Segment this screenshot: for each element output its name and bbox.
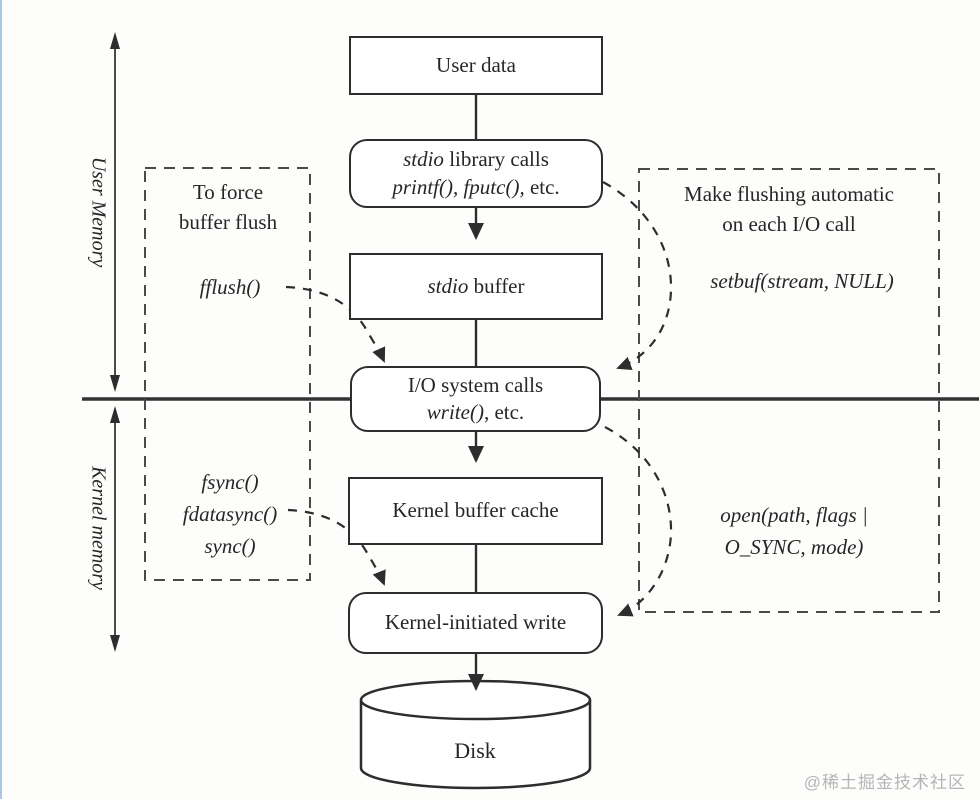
user-memory-range-arrow (110, 32, 120, 392)
stdio-buffer-box: stdio buffer (349, 253, 603, 320)
disk-label: Disk (454, 738, 496, 763)
open-sync-func-label: open(path, flags | O_SYNC, mode) (720, 503, 868, 559)
sync-funcs-list: fsync() fdatasync() sync() (183, 466, 277, 562)
force-flush-note: To force buffer flush (178, 180, 278, 234)
kernel-memory-range-arrow (110, 406, 120, 652)
disk-cylinder (359, 679, 592, 790)
stdio-library-calls-line2: printf(), fputc(), etc. (392, 174, 560, 199)
stdio-buffer-label: stdio buffer (427, 273, 525, 298)
kernel-buffer-cache-box: Kernel buffer cache (348, 477, 603, 545)
kernel-initiated-write-box: Kernel-initiated write (348, 592, 603, 654)
user-data-label: User data (436, 52, 516, 77)
setbuf-dashed-arc-arrow (602, 181, 673, 370)
auto-flush-dashed-box (638, 168, 940, 613)
io-system-calls-box: I/O system calls write(), etc. (350, 366, 601, 432)
kernel-initiated-write-label: Kernel-initiated write (384, 610, 567, 635)
user-memory-label: User Memory (87, 156, 110, 268)
fdatasync-func-label: fdatasync() (182, 502, 278, 526)
io-system-calls-line1: I/O system calls (407, 372, 544, 397)
user-data-box: User data (349, 36, 603, 95)
stdio-library-calls-line1: stdio library calls (403, 147, 549, 172)
fsync-func-label: fsync() (201, 470, 259, 494)
fflush-func-label: fflush() (199, 275, 261, 299)
kernel-buffer-cache-label: Kernel buffer cache (392, 498, 559, 523)
fflush-dashed-arrow (285, 285, 386, 363)
setbuf-func-label: setbuf(stream, NULL) (710, 269, 894, 293)
stdio-library-calls-box: stdio library calls printf(), fputc(), e… (349, 139, 603, 208)
kernel-memory-label: Kernel memory (87, 466, 110, 590)
io-system-calls-line2: write(), etc. (426, 400, 525, 424)
sync-func-label: sync() (204, 534, 256, 558)
sync-dashed-arrow (287, 508, 386, 586)
watermark-text: @稀土掘金技术社区 (803, 773, 966, 792)
auto-flush-note: Make flushing automatic on each I/O call (684, 182, 894, 236)
force-flush-dashed-box (144, 167, 311, 581)
